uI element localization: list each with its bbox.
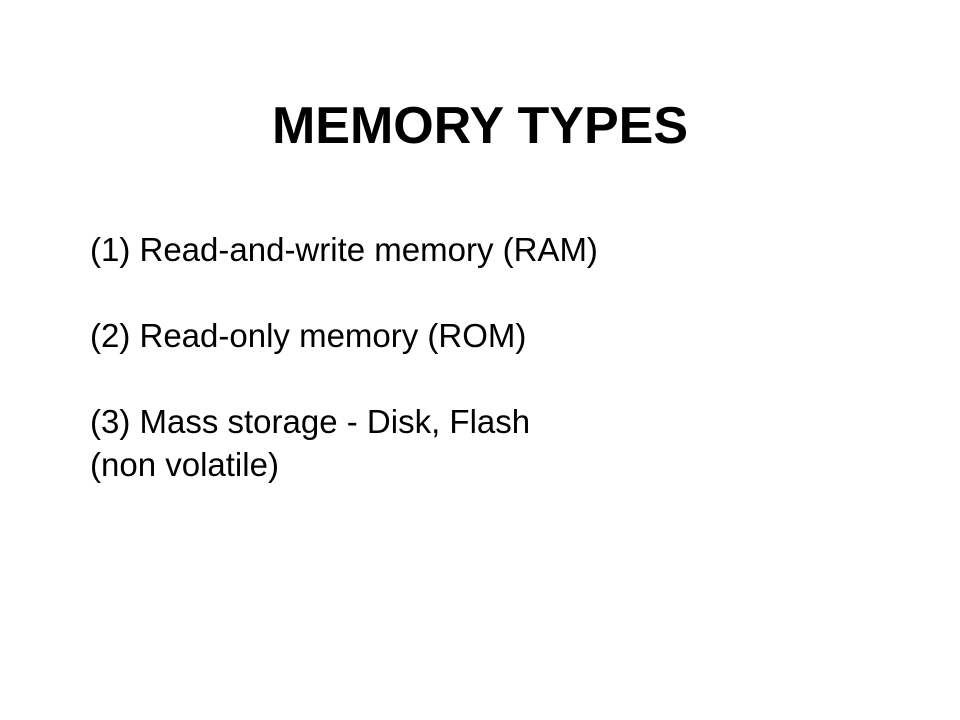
list-item-ram: (1) Read-and-write memory (RAM)	[90, 228, 910, 271]
list-item-text: (3) Mass storage - Disk, Flash	[90, 403, 531, 440]
list-item-rom: (2) Read-only memory (ROM)	[90, 314, 910, 357]
list-item-continuation: (non volatile)	[90, 446, 279, 483]
memory-types-list: (1) Read-and-write memory (RAM) (2) Read…	[90, 228, 910, 486]
list-item-mass-storage: (3) Mass storage - Disk, Flash (non vola…	[90, 400, 910, 486]
list-item-text: (2) Read-only memory (ROM)	[90, 317, 527, 354]
list-item-text: (1) Read-and-write memory (RAM)	[90, 231, 598, 268]
slide-title: MEMORY TYPES	[271, 97, 689, 155]
